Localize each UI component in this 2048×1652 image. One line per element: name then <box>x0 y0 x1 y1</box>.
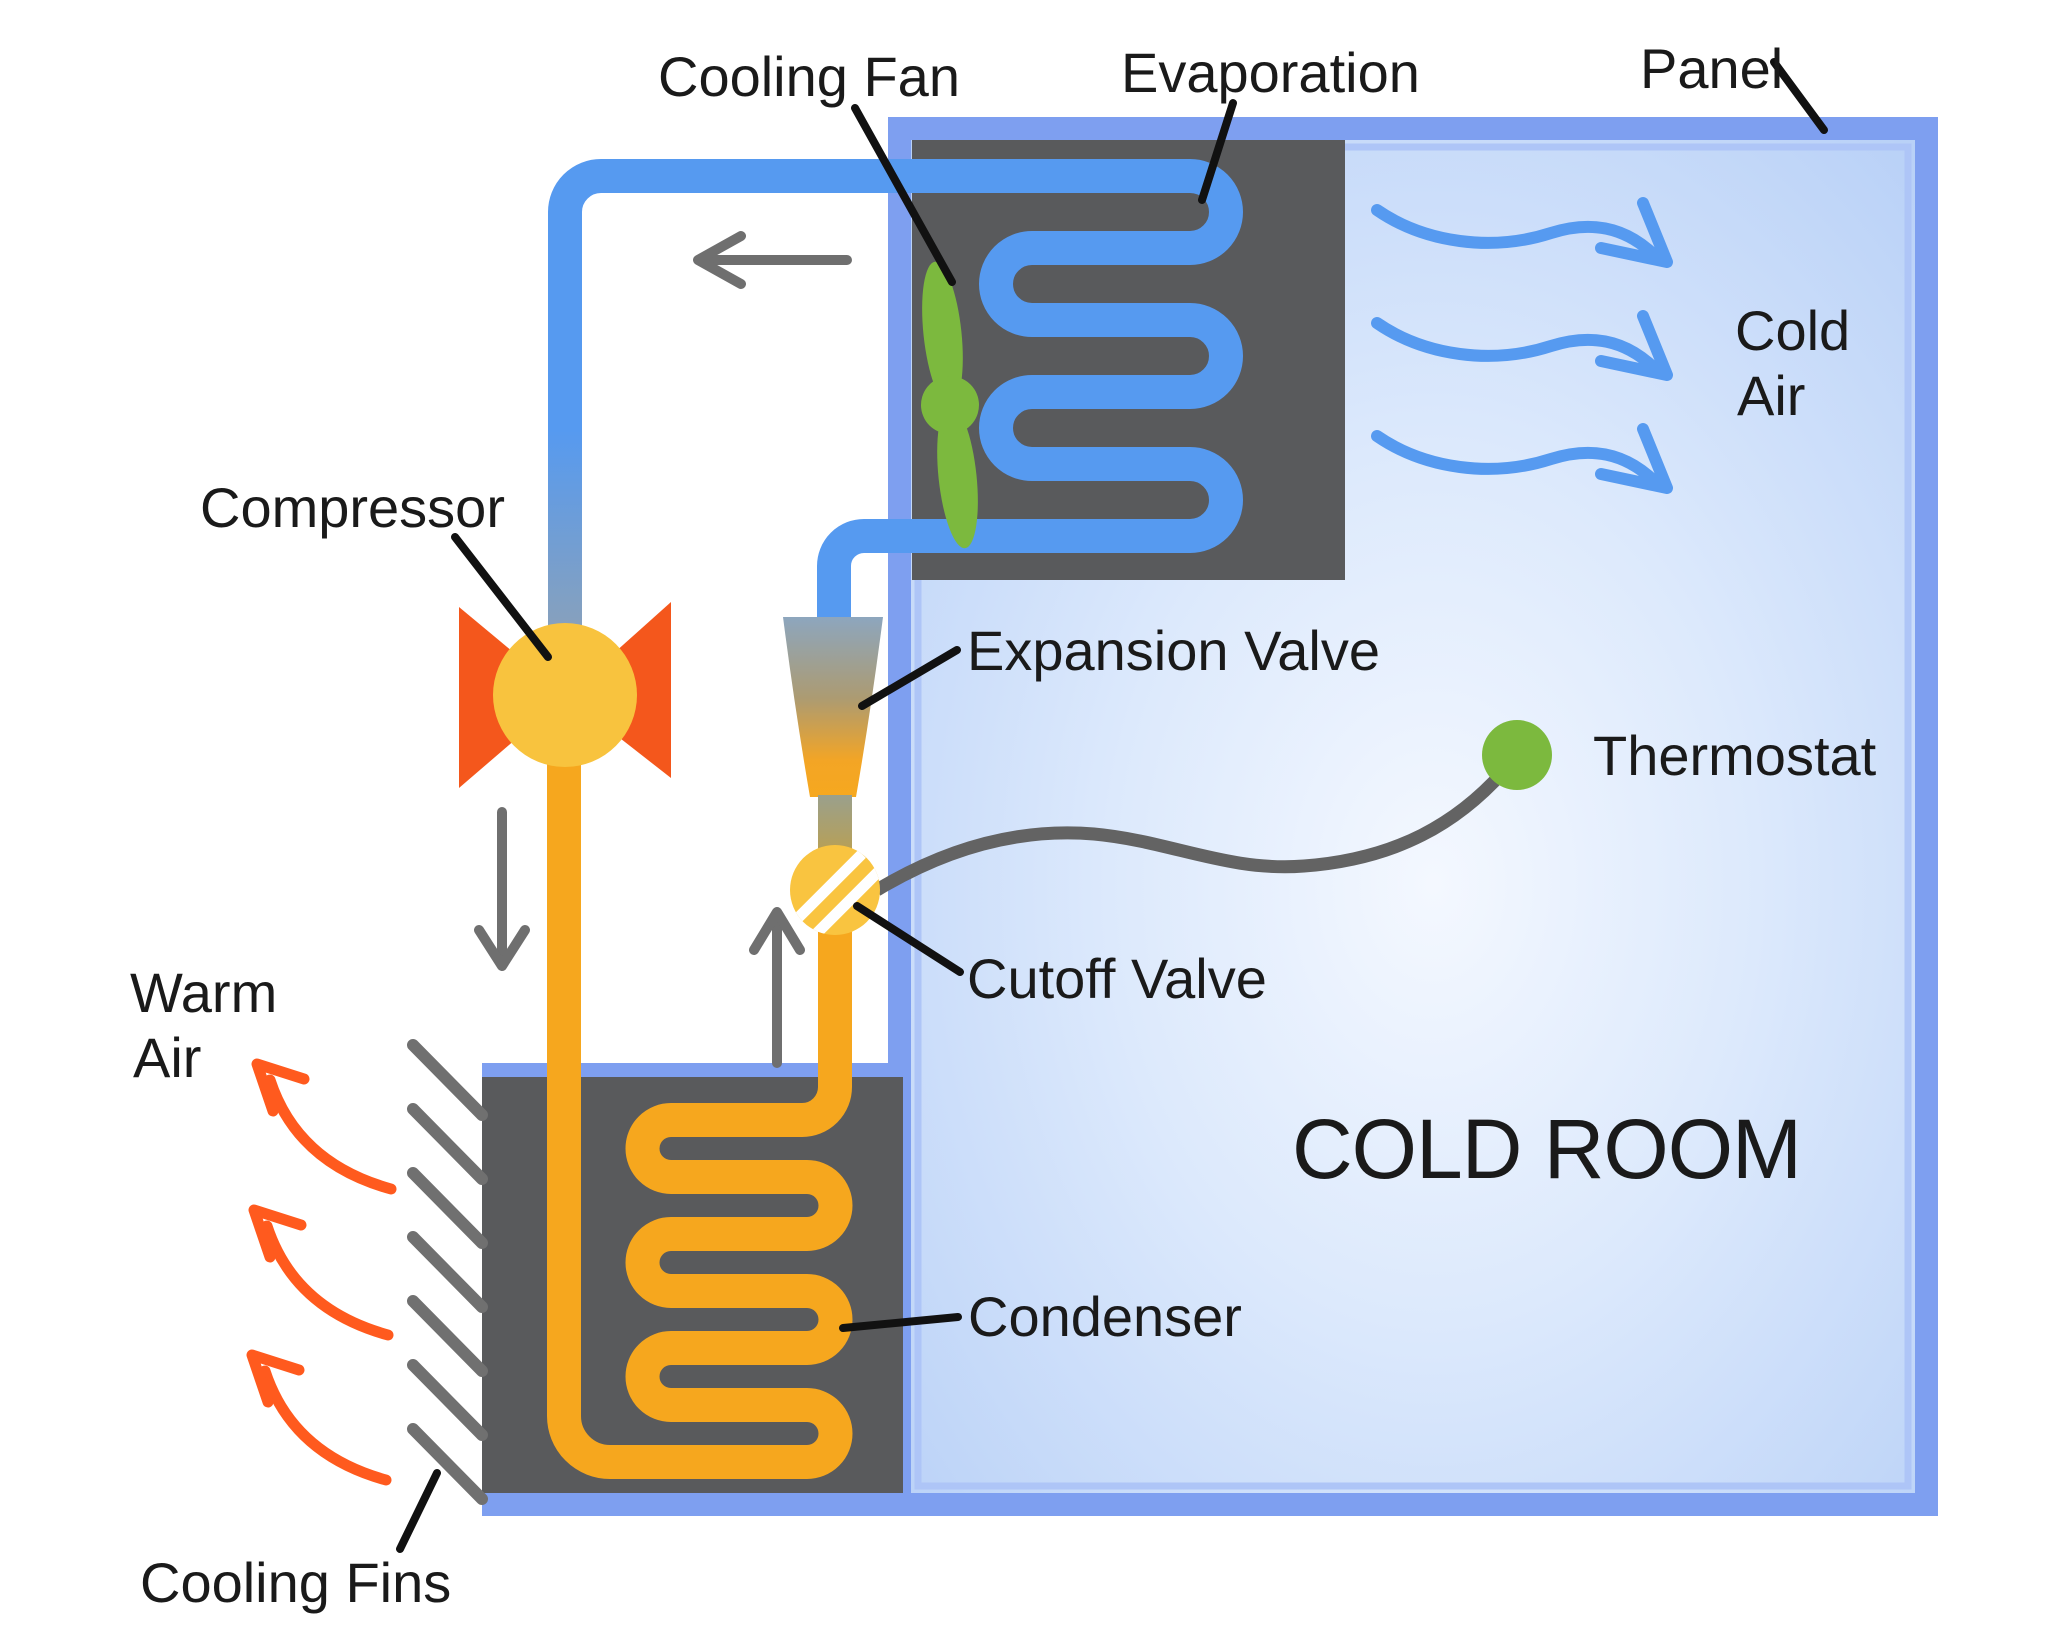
expansion-valve-funnel <box>783 617 883 797</box>
cutoff-valve <box>790 845 880 935</box>
cutoff-valve-stripes <box>792 850 880 935</box>
label-condenser: Condenser <box>968 1285 1242 1348</box>
cooling-fin <box>407 1167 488 1249</box>
label-thermostat: Thermostat <box>1593 724 1877 787</box>
cooling-fin <box>407 1359 488 1441</box>
cooling-fin <box>407 1103 488 1185</box>
label-cold-room: COLD ROOM <box>1292 1102 1801 1196</box>
pointer-condenser <box>839 1313 962 1332</box>
cooling-fins-group <box>407 1039 488 1505</box>
pointer-cooling-fins <box>396 1469 441 1553</box>
pointer-cooling-fan <box>851 104 956 286</box>
label-evaporation: Evaporation <box>1121 41 1420 104</box>
condenser-coil <box>547 763 853 1479</box>
flow-arrow-up <box>749 907 805 1068</box>
compressor <box>459 602 671 788</box>
label-expansion-valve: Expansion Valve <box>967 619 1380 682</box>
label-warm-air-2: Air <box>133 1026 201 1089</box>
fan-hub <box>921 376 979 434</box>
cold-air-arrows <box>1371 197 1673 494</box>
labels: Cooling Fan Evaporation Panel Cold Air C… <box>130 37 1877 1614</box>
flow-arrow-left <box>693 231 852 289</box>
pointer-expansion-valve <box>858 646 961 710</box>
pointer-lines <box>396 58 1828 1553</box>
flow-arrows <box>474 231 852 1068</box>
evaporator-coil <box>548 159 1243 700</box>
label-cutoff-valve: Cutoff Valve <box>967 947 1267 1010</box>
warm-air-arrow <box>246 1349 392 1486</box>
label-cooling-fan: Cooling Fan <box>658 45 960 108</box>
label-cooling-fins: Cooling Fins <box>140 1551 451 1614</box>
evaporator-box <box>912 140 1345 580</box>
pointer-evaporation <box>1198 99 1237 204</box>
label-cold-air-2: Air <box>1737 364 1805 427</box>
cold-air-arrow <box>1371 423 1673 494</box>
fan-blade-top <box>922 261 963 406</box>
pointer-cutoff-valve <box>853 902 964 976</box>
cooling-fin <box>407 1231 488 1313</box>
thermostat-wire <box>873 767 1508 896</box>
pointer-panel <box>1770 58 1828 134</box>
cooling-fin <box>407 1423 488 1505</box>
condenser-top-strip <box>482 1063 890 1077</box>
label-warm-air-1: Warm <box>130 961 277 1024</box>
warm-air-arrows <box>246 1058 397 1486</box>
cooling-fin <box>407 1295 488 1377</box>
flow-arrow-down <box>474 807 530 971</box>
pointer-compressor <box>451 533 552 661</box>
label-compressor: Compressor <box>200 476 505 539</box>
cold-air-arrow <box>1371 197 1673 268</box>
panel-inner-highlight <box>914 143 1912 1490</box>
warm-air-arrow <box>248 1204 394 1341</box>
thermostat-sensor <box>1482 720 1552 790</box>
compressor-body <box>493 623 637 767</box>
fan-blade-bottom <box>937 404 978 549</box>
cooling-fan <box>921 261 979 549</box>
cold-room-panel <box>482 117 1938 1516</box>
cutoff-valve-body <box>790 845 880 935</box>
cold-air-arrow <box>1371 310 1673 381</box>
panel-bottom-extension <box>482 1493 912 1516</box>
label-cold-air-1: Cold <box>1735 299 1850 362</box>
label-panel: Panel <box>1640 37 1783 100</box>
warm-air-arrow <box>251 1058 397 1195</box>
cooling-fin <box>407 1039 488 1121</box>
